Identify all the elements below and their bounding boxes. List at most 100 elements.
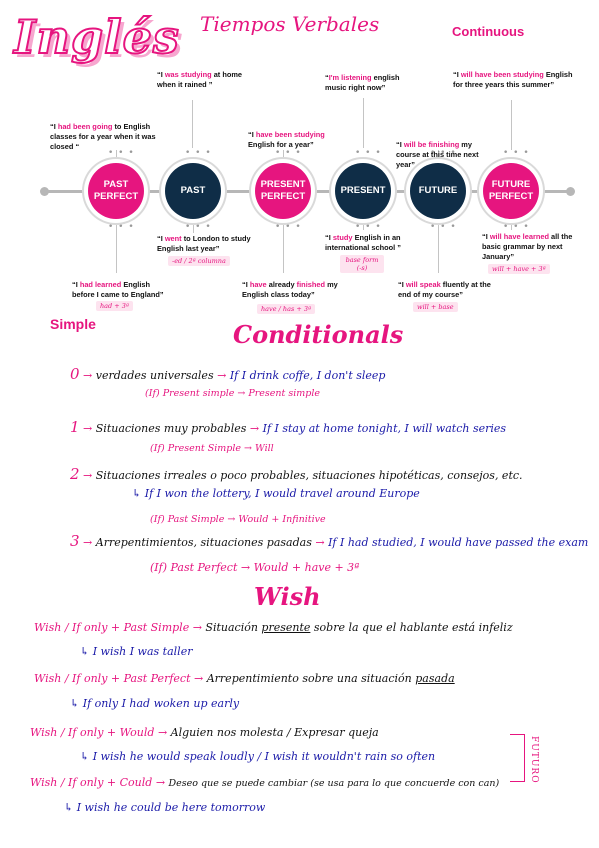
arrow-icon: → (155, 776, 166, 789)
example-future-simple: “I will speak fluently at the end of my … (398, 280, 498, 300)
wish-2-example-row: ↳ I wish he would speak loudly / I wish … (80, 750, 435, 763)
conditional-2-example-row: ↳ If I won the lottery, I would travel a… (132, 487, 420, 500)
example-future-perfect-continuous: “I will have been studying English for t… (453, 70, 573, 90)
ex-pre: “I (325, 233, 333, 242)
dots: • • • (275, 148, 302, 158)
wish-desc-underline: presente (261, 621, 311, 634)
dots: • • • (275, 222, 302, 232)
dots: • • • (108, 222, 135, 232)
wish-example: I wish I was taller (92, 645, 193, 658)
conditional-example: If I drink coffe, I don't sleep (229, 369, 386, 382)
ex-pre: “I (157, 70, 165, 79)
futuro-label: FUTURO (529, 736, 539, 784)
wish-title: Wish (254, 582, 321, 611)
formula-future-simple: will + base (413, 302, 458, 312)
futuro-bracket (510, 734, 525, 782)
formula-past-perfect: had + 3ª (96, 301, 134, 311)
conditional-0-row: 0 → verdades universales → If I drink co… (70, 365, 385, 383)
stem (363, 225, 364, 230)
continuous-label: Continuous (452, 24, 525, 39)
timeline-start-dot (40, 187, 49, 196)
conditional-2-row: 2 → Situaciones irreales o poco probable… (70, 465, 523, 483)
wish-rule: Wish / If only + Past Simple (34, 621, 190, 634)
conditional-number: 0 (70, 365, 80, 383)
conditional-number: 2 (70, 465, 80, 483)
dots: • • • (108, 148, 135, 158)
arrow-icon: → (83, 536, 93, 549)
ex-post: at home when it rained ” (157, 70, 243, 89)
node-label: PAST (180, 185, 206, 196)
example-present-continuous: “I'm listening english music right now” (325, 73, 415, 93)
node-label: FUTURE PERFECT (488, 179, 534, 202)
ex-highlight: will be finishing (403, 140, 460, 149)
stem (116, 150, 117, 163)
dots: • • • (503, 222, 530, 232)
ex-highlight: went (164, 234, 182, 243)
arrow-icon: → (83, 422, 93, 435)
conditional-3-formula: (If) Past Perfect → Would + have + 3ª (150, 561, 360, 574)
arrow-icon: → (83, 469, 93, 482)
ex-pre: “I (72, 280, 80, 289)
dots: • • • (503, 148, 530, 158)
conditional-description: Situaciones irreales o poco probables, s… (95, 469, 523, 482)
wish-3-example-row: ↳ I wish he could be here tomorrow (64, 801, 265, 814)
node-future-perfect: FUTURE PERFECT (483, 163, 539, 219)
wish-1-example-row: ↳ If only I had woken up early (70, 697, 239, 710)
ex-highlight: have (249, 280, 267, 289)
example-past-continuous: “I was studying at home when it rained ” (157, 70, 257, 90)
wish-rule: Wish / If only + Would (30, 726, 155, 739)
example-present-perfect-simple: “I have already finished my English clas… (242, 280, 342, 300)
ex-highlight: study (332, 233, 353, 242)
wish-desc-post: sobre la que el hablante está infeliz (310, 621, 513, 634)
ex-pre: “I (157, 234, 165, 243)
arrow-icon: → (194, 672, 204, 685)
wish-desc: Deseo que se puede cambiar (se usa para … (168, 778, 500, 789)
wish-rule: Wish / If only + Could (30, 776, 153, 789)
ex-pre: “I (398, 280, 406, 289)
arrow-icon: → (315, 536, 325, 549)
node-label: FUTURE (418, 185, 458, 196)
conditional-description: Arrepentimientos, situaciones pasadas (95, 536, 312, 549)
ex-post: to London to study English last year” (157, 234, 251, 253)
logo-text: Inglés (13, 9, 180, 65)
wish-3-row: Wish / If only + Could → Deseo que se pu… (30, 776, 499, 789)
node-past: PAST (165, 163, 221, 219)
simple-label: Simple (50, 316, 96, 332)
example-future-perfect-simple: “I will have learned all the basic gramm… (482, 232, 577, 262)
wish-example: If only I had woken up early (82, 697, 240, 710)
ex-pre: “I (482, 232, 490, 241)
ex-highlight-2: finished (296, 280, 326, 289)
stem (438, 225, 439, 273)
ex-pre: “ (325, 73, 329, 82)
node-future: FUTURE (410, 163, 466, 219)
wish-0-example-row: ↳ I wish I was taller (80, 645, 192, 658)
conditional-1-row: 1 → Situaciones muy probables → If I sta… (70, 418, 506, 436)
conditional-example: If I had studied, I would have passed th… (328, 536, 589, 549)
wish-2-row: Wish / If only + Would → Alguien nos mol… (30, 726, 379, 739)
example-present-perfect-continuous: “I have been studying English for a year… (248, 130, 348, 150)
ex-mid: already (266, 280, 297, 289)
stem (363, 98, 364, 148)
wish-example: I wish he would speak loudly / I wish it… (92, 750, 436, 763)
ex-highlight: will speak (405, 280, 441, 289)
conditional-number: 3 (70, 532, 80, 550)
ex-post: to English classes for a year when it wa… (50, 122, 156, 151)
formula-present-simple: base form (-s) (340, 255, 384, 273)
conditional-example: If I stay at home tonight, I will watch … (262, 422, 507, 435)
ex-highlight: have been studying (255, 130, 325, 139)
dots: • • • (430, 148, 457, 158)
ex-pre: “I (50, 122, 58, 131)
node-label: PAST PERFECT (93, 179, 139, 202)
conditional-example: If I won the lottery, I would travel aro… (144, 487, 420, 500)
conditional-1-formula: (If) Present Simple → Will (150, 443, 274, 454)
node-present: PRESENT (335, 163, 391, 219)
wish-desc-pre: Situación (205, 621, 262, 634)
dots: • • • (185, 148, 212, 158)
node-label: PRESENT (340, 185, 386, 196)
arrow-return-icon: ↳ (132, 487, 142, 500)
stem (116, 225, 117, 273)
wish-rule: Wish / If only + Past Perfect (34, 672, 191, 685)
ex-post: fluently at the end of my course” (398, 280, 491, 299)
ex-post: English for a year” (248, 140, 314, 149)
arrow-return-icon: ↳ (80, 750, 90, 763)
